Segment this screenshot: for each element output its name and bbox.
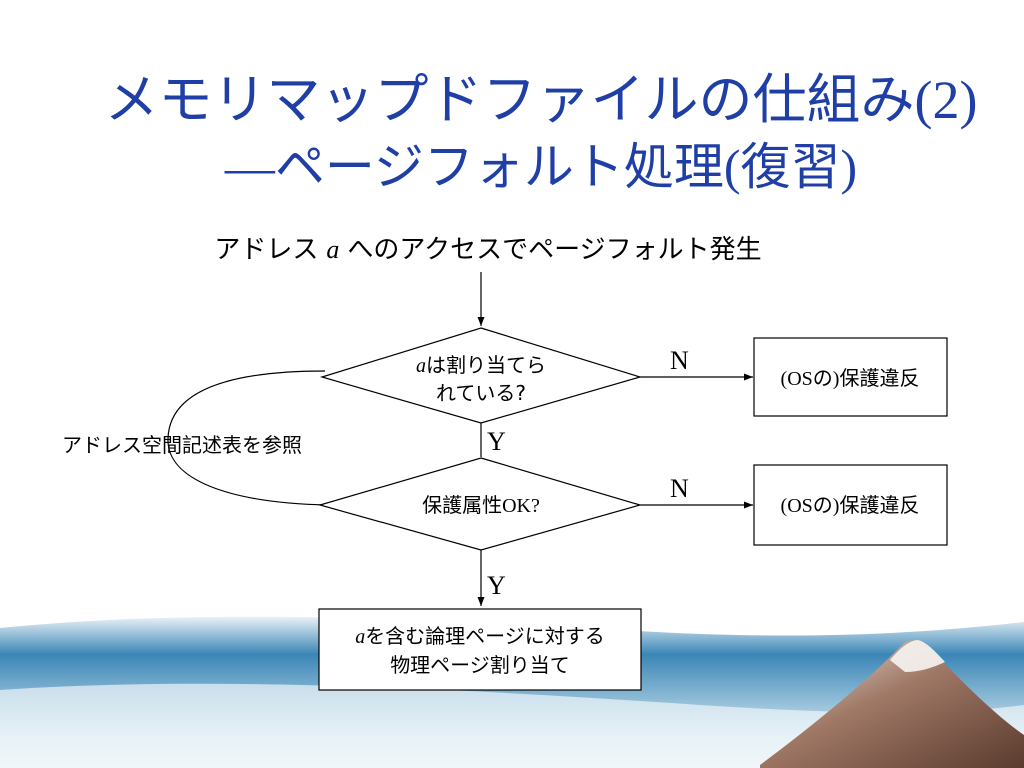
- decision-protection: 保護属性OK?: [317, 457, 643, 551]
- mountain-icon: [760, 640, 1024, 768]
- final-allocation-box: aを含む論理ページに対する 物理ページ割り当て: [318, 608, 642, 691]
- decision-allocated: aは割り当てら れている?: [319, 327, 643, 424]
- yes-label-2: Y: [487, 571, 506, 600]
- background-wave: [0, 616, 1024, 768]
- violation-text-2: (OSの)保護違反: [781, 493, 920, 517]
- decision-diamond-1: [319, 327, 643, 424]
- decision1-text-line2: れている?: [436, 381, 526, 405]
- reference-curve: [167, 370, 329, 506]
- no-label-2: N: [670, 474, 689, 503]
- final-text-line1: aを含む論理ページに対する: [355, 624, 605, 648]
- decision-diamond-2: [317, 457, 643, 551]
- address-space-note: アドレス空間記述表を参照: [62, 433, 302, 457]
- title-line-1: メモリマップドファイルの仕組み(2): [105, 68, 978, 131]
- decision1-text-line1: aは割り当てら: [416, 353, 546, 377]
- final-text-line2: 物理ページ割り当て: [390, 653, 570, 677]
- slide-title: メモリマップドファイルの仕組み(2) —ページフォルト処理(復習): [105, 68, 978, 196]
- title-line-2: —ページフォルト処理(復習): [224, 138, 857, 196]
- decision2-text: 保護属性OK?: [422, 493, 540, 517]
- violation-box-1: (OSの)保護違反: [753, 337, 948, 417]
- connectors: [167, 272, 753, 606]
- no-label-1: N: [670, 346, 689, 375]
- violation-box-2: (OSの)保護違反: [753, 464, 948, 546]
- violation-text-1: (OSの)保護違反: [781, 366, 920, 390]
- yes-label-1: Y: [487, 427, 506, 456]
